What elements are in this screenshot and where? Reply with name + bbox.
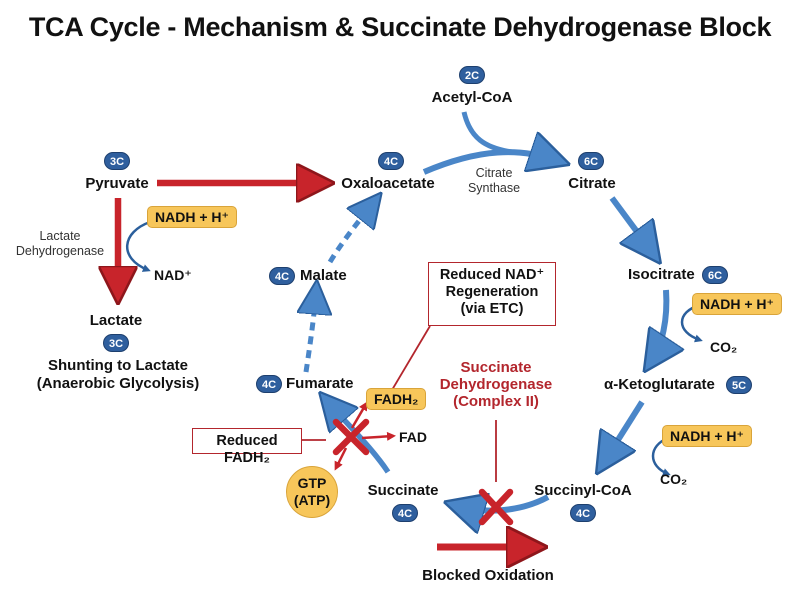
alpha-ketoglutarate-carbon-badge: 5C bbox=[726, 376, 752, 394]
acetyl-coa-label: Acetyl-CoA bbox=[431, 89, 513, 106]
lactate-dehydrogenase-label: Lactate Dehydrogenase bbox=[10, 229, 110, 259]
sdh-line1: Succinate bbox=[460, 359, 532, 376]
fumarate-block-x-mark bbox=[332, 418, 370, 456]
reduced-fadh2-box: Reduced FADH₂ bbox=[192, 428, 302, 466]
isocitrate-carbon-badge: 6C bbox=[702, 266, 728, 284]
citrate-to-isocitrate-arrow bbox=[609, 196, 652, 252]
malate-carbon-badge: 4C bbox=[269, 267, 295, 285]
reduced-nad-line2: Regeneration bbox=[445, 284, 539, 300]
sdh-block-x-mark bbox=[478, 488, 514, 526]
shunting-to-lactate-label: Shunting to Lactate (Anaerobic Glycolysi… bbox=[37, 357, 200, 393]
succinate-carbon-badge: 4C bbox=[392, 504, 418, 522]
red-arrow-to-fad bbox=[361, 431, 396, 441]
succinyl-coa-label: Succinyl-CoA bbox=[534, 482, 632, 499]
gtp-line1: GTP bbox=[297, 475, 327, 491]
citrate-label: Citrate bbox=[568, 175, 616, 192]
isocitrate-to-akg-arrow bbox=[652, 289, 666, 360]
shunting-line1: Shunting to Lactate bbox=[48, 357, 188, 374]
lactate-label: Lactate bbox=[89, 312, 143, 329]
reduced-nad-regeneration-box: Reduced NAD⁺ Regeneration (via ETC) bbox=[428, 262, 556, 326]
red-arrow-to-fadh2 bbox=[350, 401, 368, 429]
fad-label: FAD bbox=[399, 429, 427, 445]
succinate-label: Succinate bbox=[367, 482, 439, 499]
succinate-dehydrogenase-label: Succinate Dehydrogenase (Complex II) bbox=[440, 359, 553, 410]
citrate-synthase-line1: Citrate bbox=[475, 166, 513, 180]
ldh-line1: Lactate bbox=[39, 229, 81, 243]
lactate-carbon-badge: 3C bbox=[103, 334, 129, 352]
citrate-synthase-line2: Synthase bbox=[467, 181, 521, 195]
red-arrow-to-gtp bbox=[334, 447, 348, 471]
fumarate-to-malate-arrow bbox=[306, 292, 316, 373]
citrate-synthase-label: Citrate Synthase bbox=[468, 166, 520, 196]
oxaloacetate-carbon-badge: 4C bbox=[378, 152, 404, 170]
isocitrate-label: Isocitrate bbox=[628, 266, 695, 283]
fumarate-carbon-badge: 4C bbox=[256, 375, 282, 393]
fadh2-pill: FADH₂ bbox=[366, 388, 427, 410]
gtp-line2: (ATP) bbox=[293, 492, 331, 508]
nadh-pill-akg: NADH + H⁺ bbox=[662, 425, 752, 447]
reduced-nad-line3: (via ETC) bbox=[460, 301, 524, 317]
pyruvate-label: Pyruvate bbox=[85, 175, 149, 192]
nad-plus-label: NAD⁺ bbox=[154, 267, 192, 283]
akg-to-succinyl-coa-arrow bbox=[604, 400, 645, 462]
blocked-oxidation-label: Blocked Oxidation bbox=[422, 567, 554, 584]
co2-label-akg: CO₂ bbox=[660, 471, 688, 487]
shunting-line2: (Anaerobic Glycolysis) bbox=[36, 375, 200, 392]
ldh-line2: Dehydrogenase bbox=[15, 244, 105, 258]
gtp-atp-circle: GTP (ATP) bbox=[286, 466, 338, 518]
nadh-pill-isocitrate: NADH + H⁺ bbox=[692, 293, 782, 315]
citrate-carbon-badge: 6C bbox=[578, 152, 604, 170]
reduced-nad-line1: Reduced NAD⁺ bbox=[439, 267, 545, 283]
nadh-pill-pyruvate: NADH + H⁺ bbox=[147, 206, 237, 228]
succinyl-coa-carbon-badge: 4C bbox=[570, 504, 596, 522]
oxaloacetate-to-citrate-arrow bbox=[422, 152, 556, 175]
acetyl-coa-carbon-badge: 2C bbox=[459, 66, 485, 84]
fumarate-label: Fumarate bbox=[286, 375, 354, 392]
sdh-line3: (Complex II) bbox=[453, 393, 539, 410]
reduced-nad-connector bbox=[391, 325, 431, 391]
oxaloacetate-label: Oxaloacetate bbox=[341, 175, 435, 192]
malate-to-oxaloacetate-arrow bbox=[327, 202, 374, 264]
sdh-line2: Dehydrogenase bbox=[439, 376, 553, 393]
alpha-ketoglutarate-label: α-Ketoglutarate bbox=[604, 376, 715, 393]
page-title: TCA Cycle - Mechanism & Succinate Dehydr… bbox=[28, 12, 772, 42]
pyruvate-carbon-badge: 3C bbox=[104, 152, 130, 170]
succinate-to-fumarate-arrow bbox=[328, 402, 391, 474]
co2-label-isocitrate: CO₂ bbox=[710, 339, 738, 355]
acetyl-coa-join-arrow bbox=[461, 111, 513, 155]
nadh-to-nad-curve bbox=[126, 220, 151, 272]
malate-label: Malate bbox=[300, 267, 347, 284]
